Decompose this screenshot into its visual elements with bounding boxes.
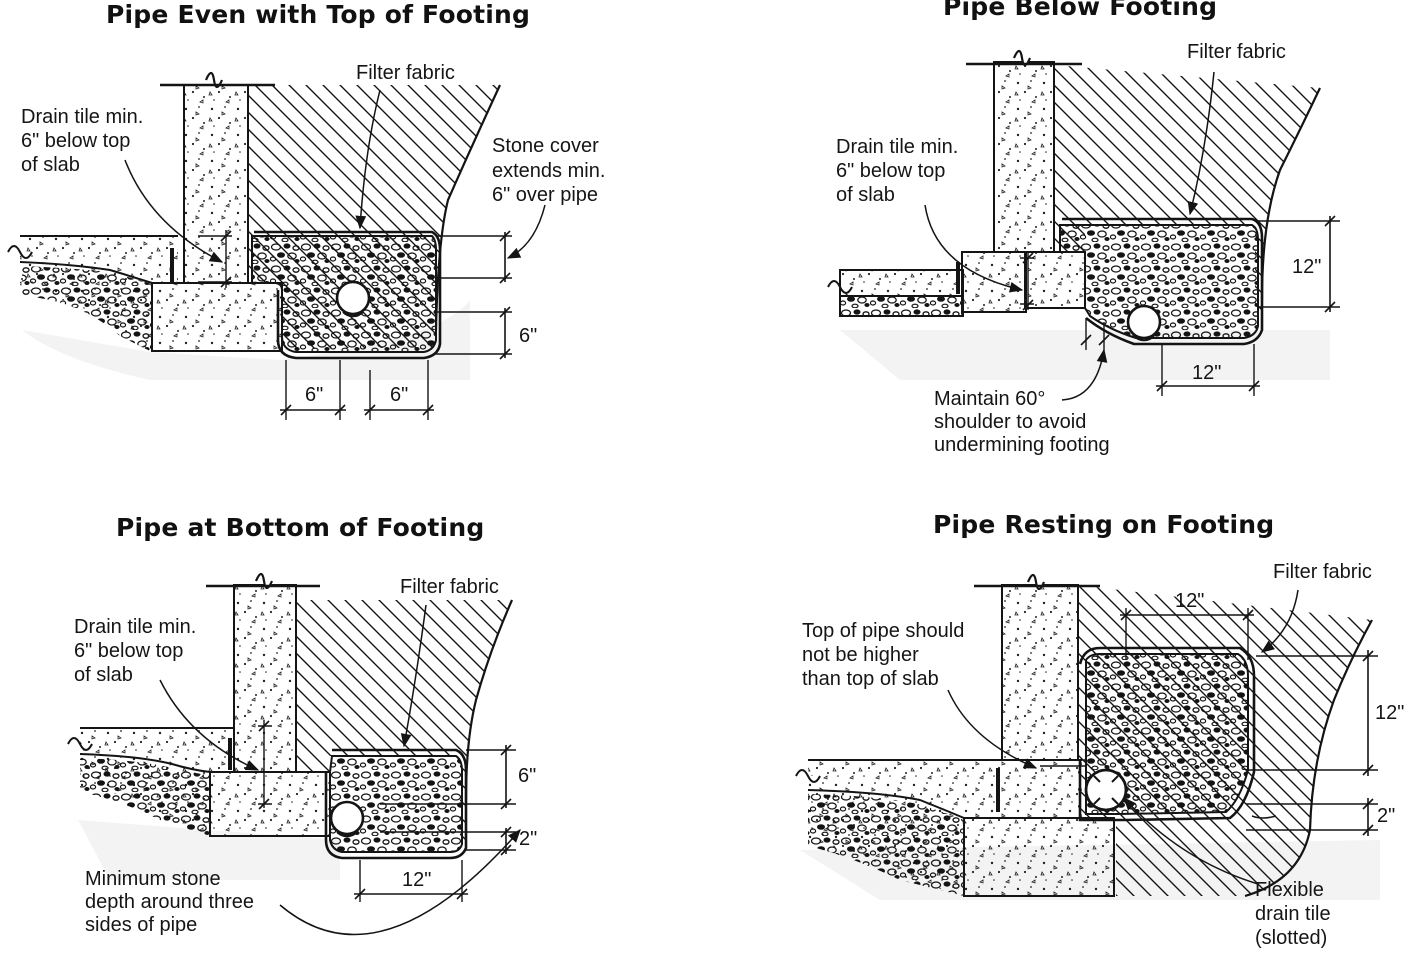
foundation-wall	[993, 61, 1055, 253]
foundation-wall	[1001, 584, 1079, 761]
panel-3-min-stone-label-2: depth around three	[85, 891, 255, 913]
panel-4-top-of-pipe-label-2: not be higher	[802, 644, 919, 666]
panel-2-filter-fabric-label: Filter fabric	[1187, 41, 1286, 63]
panel-4-dim-vertical-small: 2"	[1377, 805, 1396, 827]
panel-4-title: Pipe Resting on Footing	[933, 510, 1275, 539]
panel-4-flexible-label-3: (slotted)	[1255, 927, 1328, 949]
soil-shade	[840, 330, 1330, 380]
slab-break	[67, 737, 93, 751]
panel-1-title: Pipe Even with Top of Footing	[106, 0, 531, 29]
backfill-soil	[296, 600, 512, 850]
panel-1-filter-fabric-label: Filter fabric	[356, 62, 455, 84]
panel-4-dim-horizontal-top: 12"	[1175, 590, 1205, 612]
footing	[151, 282, 283, 352]
panel-pipe-resting	[795, 573, 1380, 900]
panel-2-drain-tile-label-2: 6" below top	[836, 160, 946, 182]
panel-1-dim-horiz-left: 6"	[305, 384, 324, 406]
slab	[839, 269, 964, 297]
panel-pipe-below	[827, 49, 1340, 401]
panel-pipe-bottom	[67, 572, 521, 936]
panel-4-dim-vertical: 12"	[1375, 702, 1404, 724]
panel-1-dim-vertical: 6"	[519, 325, 538, 347]
panel-1-drain-tile-label-3: of slab	[21, 154, 80, 176]
panel-1-drain-tile-label-1: Drain tile min.	[21, 106, 144, 128]
panel-1-stone-cover-label-1: Stone cover	[492, 135, 599, 157]
panel-2-dim-horizontal: 12"	[1192, 362, 1222, 384]
panel-4-top-of-pipe-label-3: than top of slab	[802, 668, 939, 690]
footing	[1024, 251, 1086, 309]
panel-1-drain-tile-label-2: 6" below top	[21, 130, 131, 152]
drain-pipe	[335, 280, 371, 316]
panel-2-drain-tile-label-1: Drain tile min.	[836, 136, 959, 158]
backfill-soil	[1055, 65, 1320, 320]
panel-2-dim-vertical: 12"	[1292, 256, 1322, 278]
panel-3-drain-tile-label-3: of slab	[74, 664, 133, 686]
subgrade-gravel	[80, 758, 210, 836]
panel-3-drain-tile-label-1: Drain tile min.	[74, 616, 197, 638]
soil-shade	[22, 300, 470, 380]
panel-3-dim-vertical-bottom: 2"	[519, 828, 538, 850]
subgrade-gravel	[22, 266, 152, 352]
filter-fabric-line	[254, 230, 442, 360]
panel-2-shoulder-label-1: Maintain 60°	[934, 388, 1046, 410]
foundation-wall	[233, 584, 297, 773]
panel-3-dim-horizontal: 12"	[402, 869, 432, 891]
panel-2-shoulder-label-3: undermining footing	[934, 434, 1110, 456]
slab-break	[7, 245, 33, 259]
panel-4-filter-fabric-label: Filter fabric	[1273, 561, 1372, 583]
panel-3-filter-fabric-label: Filter fabric	[400, 576, 499, 598]
panel-2-drain-tile-label-3: of slab	[836, 184, 895, 206]
panel-4-flexible-label-1: Flexible	[1255, 879, 1324, 901]
slab-gravel	[839, 295, 964, 317]
panel-4-flexible-label-2: drain tile	[1255, 903, 1331, 925]
gravel-trench	[1059, 224, 1259, 339]
panel-3-dim-vertical-top: 6"	[518, 765, 537, 787]
slab-break	[827, 280, 853, 294]
panel-2-shoulder-label-2: shoulder to avoid	[934, 411, 1087, 433]
panel-1-dim-horiz-right: 6"	[390, 384, 409, 406]
drain-pipe	[1126, 304, 1162, 340]
panel-pipe-even	[7, 71, 546, 420]
subgrade-gravel	[808, 794, 964, 896]
panel-1-stone-cover-label-2: extends min.	[492, 160, 606, 182]
footing	[963, 817, 1115, 897]
filter-fabric-line	[1062, 217, 1264, 346]
panel-3-title: Pipe at Bottom of Footing	[116, 513, 485, 542]
panel-3-min-stone-label-3: sides of pipe	[85, 914, 198, 936]
panel-3-min-stone-label-1: Minimum stone	[85, 868, 221, 890]
panel-2-title: Pipe Below Footing	[943, 0, 1218, 21]
panel-4-top-of-pipe-label-1: Top of pipe should	[802, 620, 965, 642]
filter-fabric-line	[324, 748, 468, 860]
panel-1-stone-cover-label-3: 6" over pipe	[492, 184, 599, 206]
gravel-trench	[1085, 653, 1249, 815]
foundation-wall	[183, 84, 249, 284]
drain-pipe	[1084, 768, 1128, 812]
drain-pipe	[329, 800, 365, 836]
slab-break	[795, 769, 821, 783]
filter-fabric-line	[1078, 646, 1256, 822]
panel-3-drain-tile-label-2: 6" below top	[74, 640, 184, 662]
